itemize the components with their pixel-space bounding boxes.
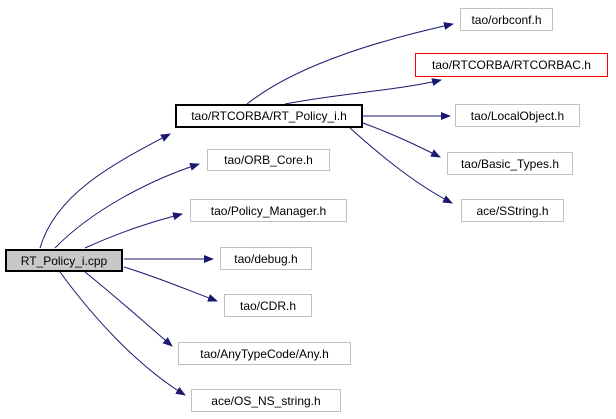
graph-node-orb-core-h[interactable]: tao/ORB_Core.h xyxy=(207,149,330,171)
graph-node-cdr-h[interactable]: tao/CDR.h xyxy=(224,294,312,317)
edge-cpp-to-policy-manager-h xyxy=(84,212,183,249)
edge-h-to-rtcorbac-h xyxy=(284,78,442,105)
edge-h-to-orbconf-h xyxy=(246,22,454,105)
edge-h-to-basic-types-h xyxy=(362,122,441,158)
graph-node-anytypecode-any-h[interactable]: tao/AnyTypeCode/Any.h xyxy=(178,342,351,365)
graph-node-sstring-h[interactable]: ace/SString.h xyxy=(461,199,564,222)
graph-node-basic-types-h[interactable]: tao/Basic_Types.h xyxy=(447,152,573,175)
edge-cpp-to-anytypecode-any-h xyxy=(84,271,173,347)
graph-node-rtcorbac-h[interactable]: tao/RTCORBA/RTCORBAC.h xyxy=(415,53,608,77)
edge-h-to-sstring-h xyxy=(349,127,453,204)
edge-cpp-to-cdr-h xyxy=(123,266,218,302)
edge-cpp-to-os-ns-string-h xyxy=(59,271,186,396)
edge-cpp-to-rt-policy-i-h xyxy=(39,133,171,249)
graph-node-localobject-h[interactable]: tao/LocalObject.h xyxy=(455,104,580,127)
graph-node-policy-manager-h[interactable]: tao/Policy_Manager.h xyxy=(190,199,347,222)
graph-node-os-ns-string-h[interactable]: ace/OS_NS_string.h xyxy=(191,389,341,412)
edge-cpp-to-orb-core-h xyxy=(54,162,200,249)
graph-node-debug-h[interactable]: tao/debug.h xyxy=(220,247,312,270)
graph-node-orbconf-h[interactable]: tao/orbconf.h xyxy=(460,8,553,31)
graph-node-rt-policy-i-h[interactable]: tao/RTCORBA/RT_Policy_i.h xyxy=(175,104,363,128)
graph-node-rt-policy-i-cpp[interactable]: RT_Policy_i.cpp xyxy=(5,249,123,272)
